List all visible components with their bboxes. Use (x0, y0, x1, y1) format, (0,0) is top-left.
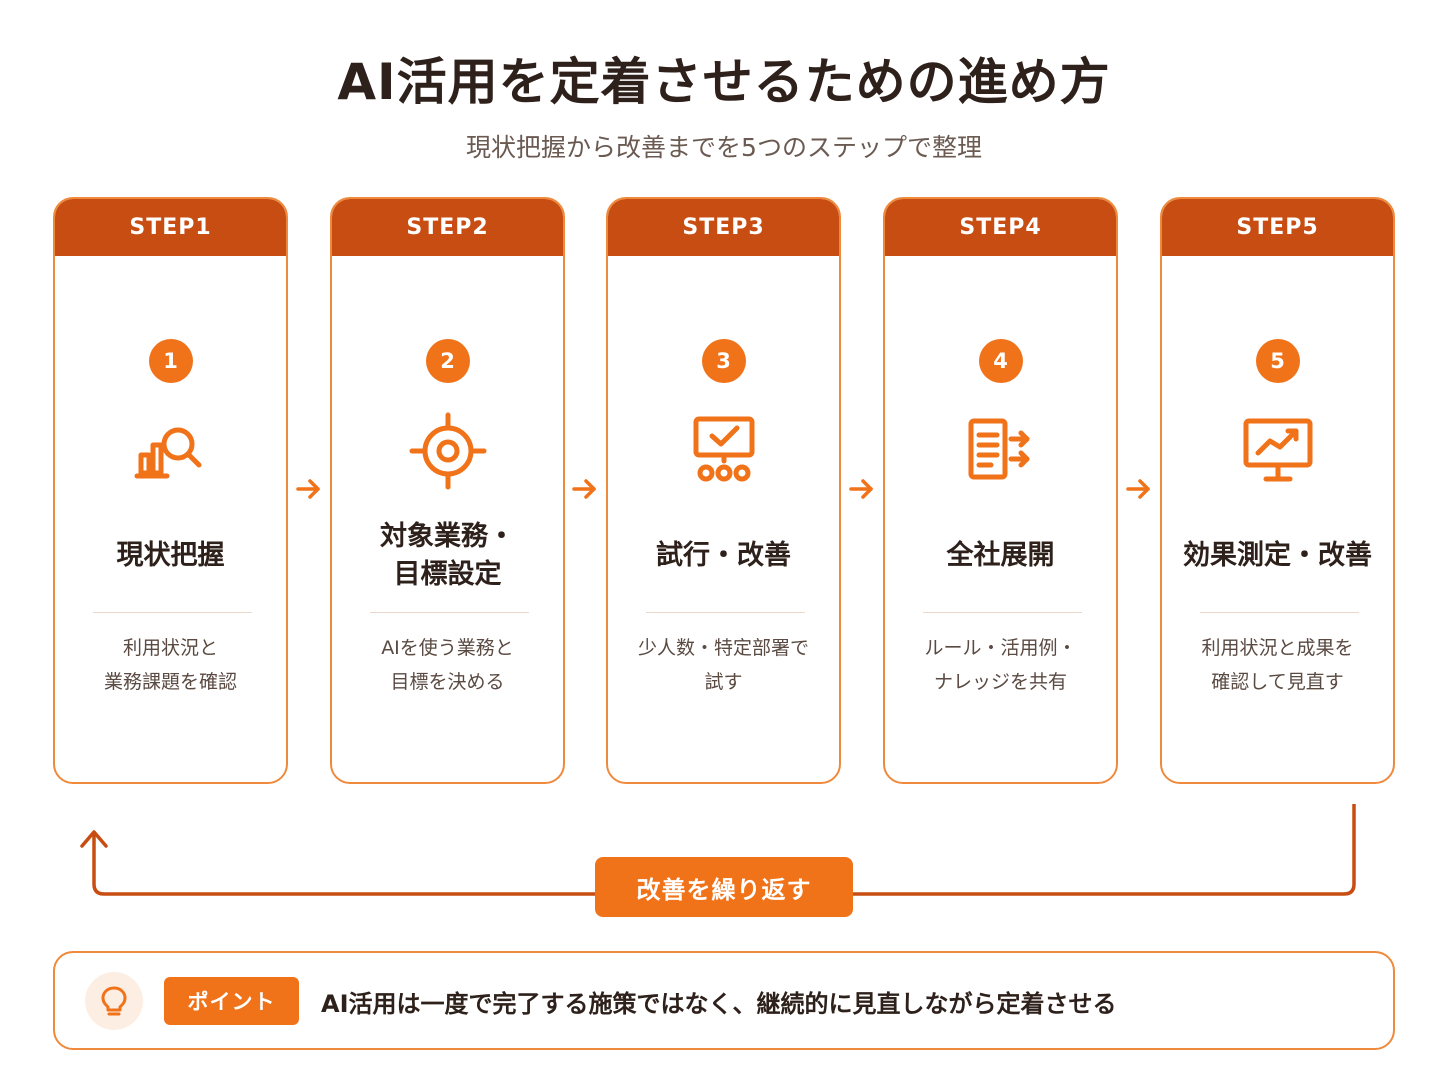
magnifier-chart-icon (134, 427, 201, 479)
target-icon (409, 412, 486, 490)
step-card-5: STEP5 5 効果測定・改善 利用状況と成果を 確認して見直す (1160, 197, 1395, 784)
arrow-right-icon (849, 479, 873, 499)
step-number: 5 (1255, 339, 1300, 383)
arrow-right-icon (572, 479, 596, 499)
monitor-trend-icon (1243, 418, 1312, 482)
step-label: STEP2 (332, 199, 563, 256)
step-card-1: STEP1 1 現状把握 利用状況と 業務課題を確認 (53, 197, 288, 784)
divider (923, 612, 1082, 613)
lightbulb-icon (85, 972, 143, 1030)
step-title: 効果測定・改善 (1183, 540, 1372, 571)
step-description: AIを使う業務と 目標を決める (381, 637, 514, 693)
step-card-3: STEP3 3 試行・改善 少人数・特定部署で 試す (606, 197, 841, 784)
step-description: 利用状況と成果を 確認して見直す (1201, 637, 1354, 693)
point-text: AI活用は一度で完了する施策ではなく、継続的に見直しながら定着させる (321, 989, 1117, 1018)
step-label: STEP4 (885, 199, 1116, 256)
step-title: 試行・改善 (656, 540, 791, 571)
monitor-check-team-icon (693, 416, 754, 482)
page-subtitle: 現状把握から改善までを5つのステップで整理 (466, 133, 982, 162)
document-share-icon (968, 418, 1029, 480)
step-label: STEP3 (608, 199, 839, 256)
step-title: 対象業務・ 目標設定 (380, 521, 515, 590)
step-card-2: STEP2 2 対象業務・ 目標設定 AIを使う業務と 目標を決める (330, 197, 565, 784)
step-card-4: STEP4 4 全社展開 ルール・活用例・ ナレッジを共有 (883, 197, 1118, 784)
step-label: STEP1 (55, 199, 286, 256)
point-badge: ポイント (164, 977, 299, 1025)
step-description: ルール・活用例・ ナレッジを共有 (924, 637, 1077, 693)
step-title: 全社展開 (946, 540, 1055, 571)
step-number: 2 (425, 339, 470, 383)
page-title: AI活用を定着させるための進め方 (337, 53, 1111, 111)
divider (370, 612, 529, 613)
divider (93, 612, 252, 613)
arrow-right-icon (296, 479, 320, 499)
step-number: 3 (701, 339, 746, 383)
step-title: 現状把握 (116, 540, 225, 571)
step-number: 4 (978, 339, 1023, 383)
point-callout: ポイント AI活用は一度で完了する施策ではなく、継続的に見直しながら定着させる (53, 951, 1395, 1050)
arrow-right-icon (1126, 479, 1150, 499)
step-description: 利用状況と 業務課題を確認 (103, 637, 237, 693)
step-number: 1 (148, 339, 193, 383)
step-description: 少人数・特定部署で 試す (637, 637, 809, 693)
repeat-improvement-label: 改善を繰り返す (595, 857, 853, 917)
divider (1200, 612, 1359, 613)
divider (646, 612, 805, 613)
step-label: STEP5 (1162, 199, 1393, 256)
